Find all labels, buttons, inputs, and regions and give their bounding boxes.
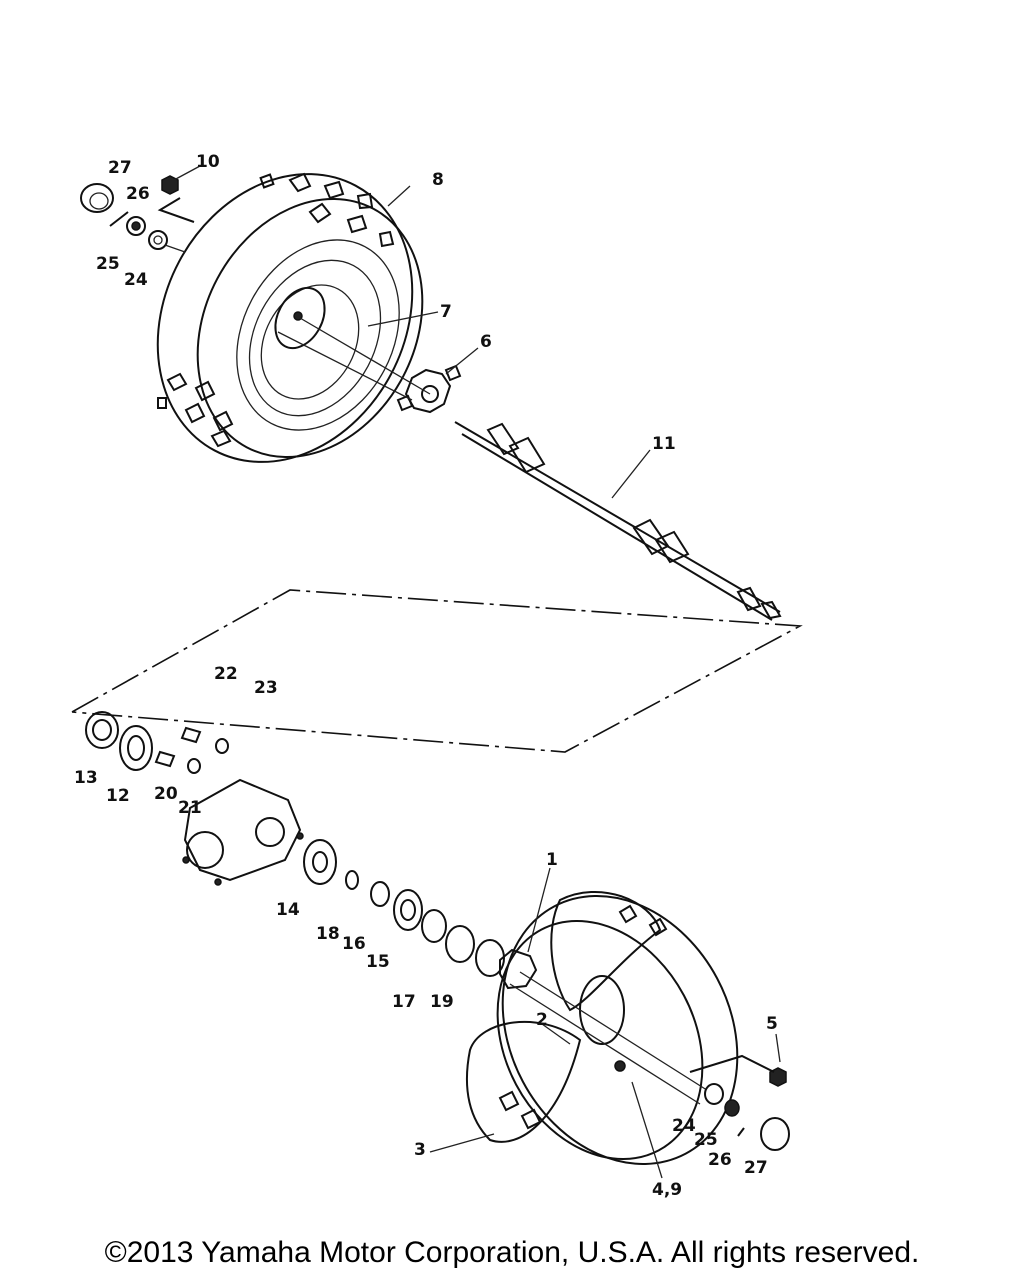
callout-22: 22 [214,664,238,684]
upper-wheel [156,172,424,463]
callout-1: 1 [546,850,558,870]
callout-11: 11 [652,434,676,454]
upper-hub [396,364,462,414]
callout-14: 14 [276,900,300,920]
lower-wheel [465,891,739,1165]
rear-axle [454,421,782,621]
callout-27-lower: 27 [744,1158,768,1178]
copyright-notice: ©2013 Yamaha Motor Corporation, U.S.A. A… [104,1236,920,1269]
callout-19: 19 [430,992,454,1012]
callout-3: 3 [414,1140,426,1160]
callout-7: 7 [440,302,452,322]
callout-27-upper: 27 [108,158,132,178]
callout-4-9: 4,9 [652,1180,683,1200]
callout-10: 10 [196,152,220,172]
callout-26-lower: 26 [708,1150,732,1170]
lower-hardware [85,711,505,977]
callout-15: 15 [366,952,390,972]
callout-23: 23 [254,678,278,698]
callout-16: 16 [342,934,366,954]
callout-26-upper: 26 [126,184,150,204]
callout-17: 17 [392,992,416,1012]
callout-21: 21 [178,798,202,818]
callout-24-lower: 24 [672,1116,696,1136]
callout-24-upper: 24 [124,270,148,290]
callout-25-upper: 25 [96,254,120,274]
leader-lines [173,165,781,1179]
callout-6: 6 [480,332,492,352]
callout-25-lower: 25 [694,1130,718,1150]
callout-5: 5 [766,1014,778,1034]
callout-8: 8 [432,170,444,190]
callout-12: 12 [106,786,130,806]
callout-18: 18 [316,924,340,944]
final-gear-case [182,778,304,886]
callout-2: 2 [536,1010,548,1030]
callout-20: 20 [154,784,178,804]
callout-13: 13 [74,768,98,788]
upper-hardware [80,175,179,250]
lower-hardware-right [704,1067,790,1151]
